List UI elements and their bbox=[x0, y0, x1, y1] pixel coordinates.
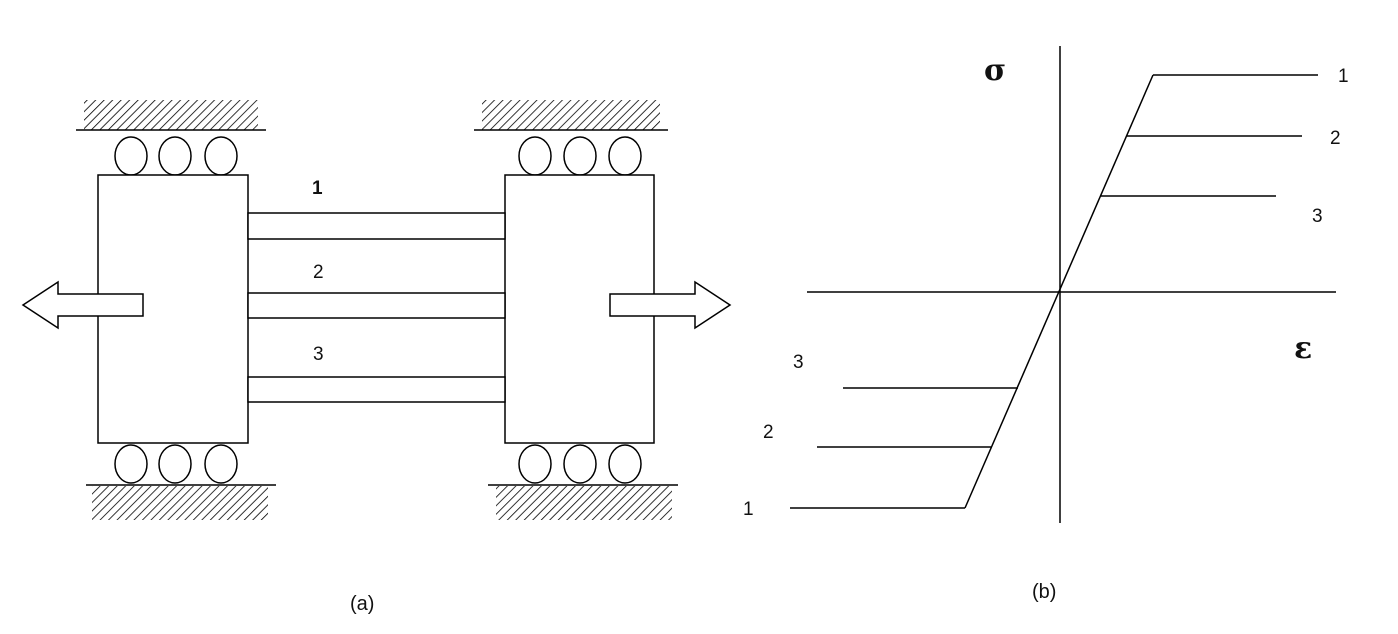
bar-1 bbox=[247, 212, 506, 240]
right-load-arrow bbox=[609, 280, 732, 330]
sigma-axis-label: σ bbox=[984, 53, 1006, 88]
hatch-block bbox=[482, 100, 660, 130]
lower-label-1: 1 bbox=[743, 499, 754, 520]
lower-label-2: 2 bbox=[763, 422, 774, 443]
roller bbox=[563, 136, 597, 176]
left-load-arrow bbox=[21, 280, 144, 330]
left-bottom-support bbox=[86, 444, 276, 520]
roller bbox=[204, 444, 238, 484]
panel-a: 1 2 3 (a) bbox=[21, 100, 732, 615]
lower-label-3: 3 bbox=[793, 352, 804, 373]
right-top-support bbox=[474, 100, 668, 176]
bar-label-1: 1 bbox=[312, 178, 323, 199]
roller bbox=[204, 136, 238, 176]
roller bbox=[158, 136, 192, 176]
bar-3 bbox=[247, 376, 506, 403]
right-bottom-support bbox=[488, 444, 678, 520]
roller bbox=[563, 444, 597, 484]
roller bbox=[114, 444, 148, 484]
panel-b-caption: (b) bbox=[1032, 581, 1056, 603]
panel-a-caption: (a) bbox=[350, 593, 374, 615]
roller bbox=[158, 444, 192, 484]
hatch-block bbox=[84, 100, 258, 130]
upper-label-3: 3 bbox=[1312, 206, 1323, 227]
roller bbox=[518, 136, 552, 176]
upper-label-1: 1 bbox=[1338, 66, 1349, 87]
hatch-block bbox=[92, 486, 268, 520]
upper-label-2: 2 bbox=[1330, 128, 1341, 149]
bar-label-2: 2 bbox=[313, 262, 324, 283]
panel-b: σ ε 1 2 3 3 2 1 (b) bbox=[743, 46, 1349, 603]
epsilon-axis-label: ε bbox=[1294, 331, 1312, 366]
roller bbox=[608, 136, 642, 176]
hatch-block bbox=[496, 486, 672, 520]
roller bbox=[114, 136, 148, 176]
left-top-support bbox=[76, 100, 266, 176]
roller bbox=[518, 444, 552, 484]
elastic-line bbox=[964, 74, 1154, 509]
bar-2 bbox=[247, 292, 506, 319]
roller bbox=[608, 444, 642, 484]
bar-label-3: 3 bbox=[313, 344, 324, 365]
